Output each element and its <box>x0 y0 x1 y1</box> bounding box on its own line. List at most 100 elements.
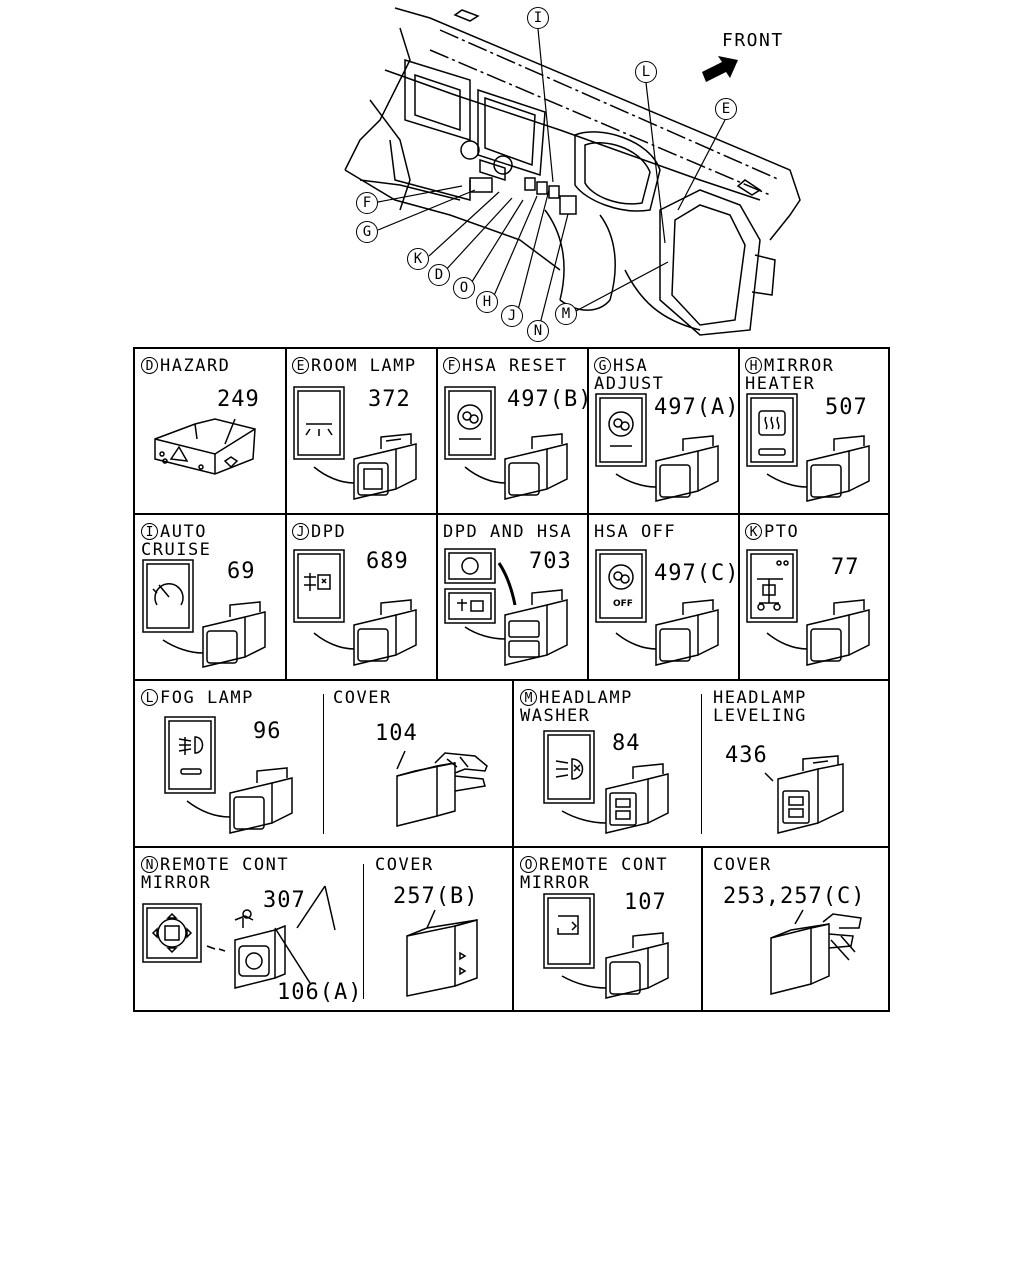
sub-divider <box>363 864 364 999</box>
fog-lamp-switch-icon <box>164 716 293 834</box>
part-number: 497(C) <box>654 561 740 586</box>
cell-cover-253-257c: COVER 253,257(C) <box>703 848 890 1012</box>
title-text: PTO <box>764 522 800 542</box>
mirror-heater-switch-icon <box>746 393 870 502</box>
part-number: 372 <box>368 387 411 412</box>
title-text: AUTO CRUISE <box>141 522 212 560</box>
front-arrow-icon <box>702 56 738 82</box>
title-text: HAZARD <box>160 356 231 376</box>
letter-circle: D <box>141 357 158 374</box>
col-divider <box>587 349 589 679</box>
title-text: HSA RESET <box>462 356 568 376</box>
auto-cruise-switch-icon <box>142 559 266 668</box>
part-number: 104 <box>375 721 418 746</box>
letter-circle: K <box>745 523 762 540</box>
part-number: 507 <box>825 395 868 420</box>
pto-switch-icon <box>746 549 870 666</box>
title-text: DPD <box>311 522 347 542</box>
part-number: 107 <box>624 890 667 915</box>
part-number: 497(A) <box>654 395 740 420</box>
callout-d: D <box>428 264 450 286</box>
cover-257b-icon <box>406 909 478 997</box>
letter-circle: H <box>745 357 762 374</box>
title-text: COVER <box>713 855 772 875</box>
dpd-switch-icon <box>293 549 417 666</box>
remote-mirror-o-switch-icon <box>543 893 669 999</box>
letter-circle: L <box>141 689 158 706</box>
letter-circle: I <box>141 523 158 540</box>
cell-title: COVER <box>375 856 434 874</box>
part-number: 77 <box>831 555 860 580</box>
col-divider <box>512 679 514 1012</box>
title-text: REMOTE CONT MIRROR <box>520 855 669 893</box>
callout-n: N <box>527 320 549 342</box>
callout-f: F <box>356 192 378 214</box>
part-number: 96 <box>253 719 282 744</box>
row-divider <box>135 679 888 681</box>
part-number: 249 <box>217 387 260 412</box>
title-text: HEADLAMP WASHER <box>520 688 633 726</box>
cover-253-257c-icon <box>770 909 862 995</box>
letter-circle: N <box>141 856 158 873</box>
hazard-switch-icon <box>154 418 256 475</box>
row-divider <box>135 846 888 848</box>
part-number: 307 <box>263 888 306 913</box>
col-divider <box>285 349 287 679</box>
hsa-reset-switch-icon <box>444 386 568 500</box>
title-text: DPD AND HSA <box>443 522 573 542</box>
letter-circle: O <box>520 856 537 873</box>
part-number: 689 <box>366 549 409 574</box>
callout-j: J <box>501 305 523 327</box>
title-text: HEADLAMP LEVELING <box>713 688 807 726</box>
headlamp-washer-switch-icon <box>543 730 669 834</box>
callout-o: O <box>453 277 475 299</box>
title-text: HSA ADJUST <box>594 356 665 394</box>
letter-circle: G <box>594 357 611 374</box>
row-divider <box>135 513 888 515</box>
letter-circle: E <box>292 357 309 374</box>
title-text: ROOM LAMP <box>311 356 417 376</box>
callout-k: K <box>407 248 429 270</box>
hsa-adjust-switch-icon <box>595 393 719 502</box>
cell-headlamp-leveling: HEADLAMP LEVELING 436 <box>703 681 890 846</box>
front-label: FRONT <box>722 30 784 51</box>
hsa-off-switch-icon: OFF <box>595 549 719 666</box>
callout-i: I <box>527 7 549 29</box>
part-number: 69 <box>227 559 256 584</box>
cell-dpd-and-hsa: DPD AND HSA 703 <box>437 515 587 679</box>
cell-cover-104: COVER 104 <box>325 681 512 846</box>
title-text: COVER <box>375 855 434 875</box>
cell-title: DPD AND HSA <box>443 523 572 541</box>
callout-l: L <box>635 61 657 83</box>
title-text: MIRROR HEATER <box>745 356 835 394</box>
callout-g: G <box>356 221 378 243</box>
cell-title: COVER <box>713 856 772 874</box>
callout-h: H <box>476 291 498 313</box>
room-lamp-switch-icon <box>293 386 417 500</box>
title-text: COVER <box>333 688 392 708</box>
part-number: 257(B) <box>393 884 479 909</box>
part-number: 497(B) <box>507 387 593 412</box>
title-text: HSA OFF <box>594 522 677 542</box>
letter-circle: M <box>520 689 537 706</box>
